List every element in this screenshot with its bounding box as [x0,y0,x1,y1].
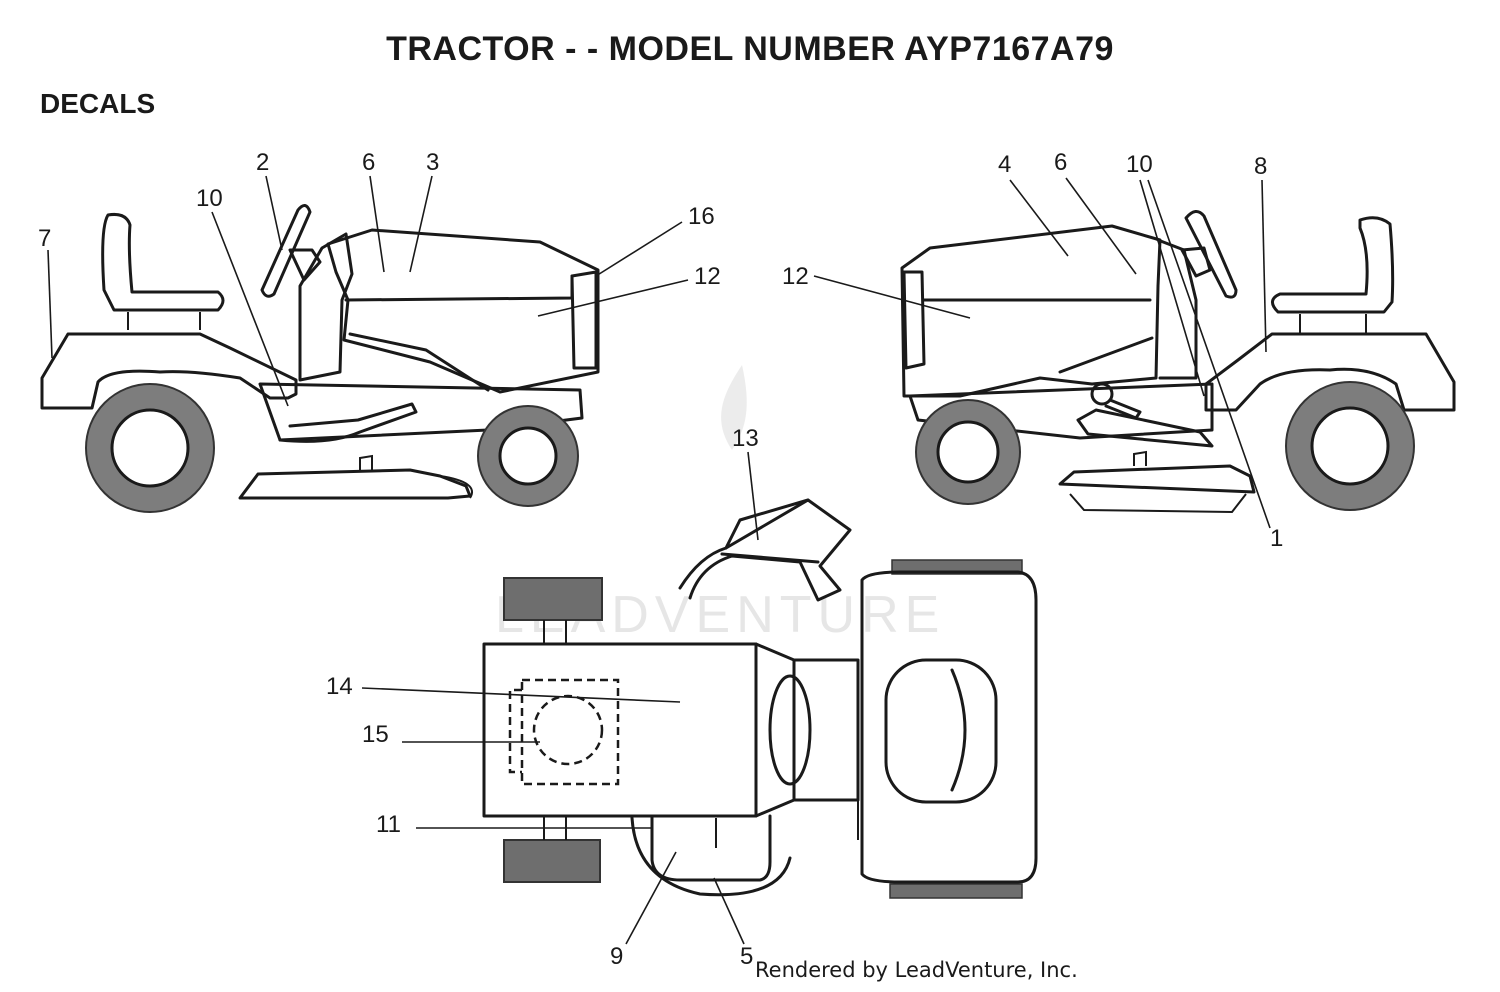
decal-zone-14 [520,678,620,786]
page-title: TRACTOR - - MODEL NUMBER AYP7167A79 [386,30,1114,68]
top-front-wheel-lower [503,839,601,883]
top-mower-deck [630,816,792,897]
section-heading: DECALS [40,88,156,119]
callout-top-14: 14 [326,673,353,700]
callout-right-1: 1 [1270,525,1283,552]
top-rear-body [860,570,1038,884]
top-rear-wheel-lower [889,883,1023,899]
callout-right-4: 4 [998,151,1011,178]
callout-left-6: 6 [362,149,375,176]
right-grille [902,270,926,370]
left-mower-deck [238,468,472,500]
callout-left-3: 3 [426,149,439,176]
right-mower-deck [1058,464,1256,494]
callout-right-12: 12 [782,263,809,290]
right-rear-fender [1204,332,1456,412]
callout-left-12: 12 [694,263,721,290]
left-hood [326,228,600,394]
right-hood [900,224,1162,398]
callout-right-10: 10 [1126,151,1153,178]
right-lift-lever-knob [1090,382,1114,406]
top-side-panel [650,814,772,882]
right-side-tractor [900,210,1456,514]
callout-top-13: 13 [732,425,759,452]
left-grille [570,270,598,370]
left-seat [101,213,225,312]
watermark-flame-icon [721,365,747,450]
callout-right-8: 8 [1254,153,1267,180]
callout-top-9: 9 [610,943,623,970]
decal-zone-15 [532,694,604,766]
callout-right-6: 6 [1054,149,1067,176]
left-steering-wheel [260,204,312,298]
left-side-tractor [40,204,600,513]
top-seat [884,658,998,804]
callout-left-10: 10 [196,185,223,212]
right-seat [1271,216,1395,314]
callout-left-7: 7 [38,225,51,252]
callout-top-11: 11 [376,811,401,838]
callout-left-2: 2 [256,149,269,176]
footer-credit: Rendered by LeadVenture, Inc. [755,958,1078,982]
top-view-tractor [482,498,1038,899]
left-rear-fender [40,332,298,410]
callout-top-5: 5 [740,943,753,970]
right-steering-wheel [1184,210,1238,299]
top-hood [482,642,758,818]
callout-left-16: 16 [688,203,715,230]
callout-top-15: 15 [362,721,389,748]
discharge-chute [678,498,852,602]
top-front-wheel-upper [503,577,603,621]
